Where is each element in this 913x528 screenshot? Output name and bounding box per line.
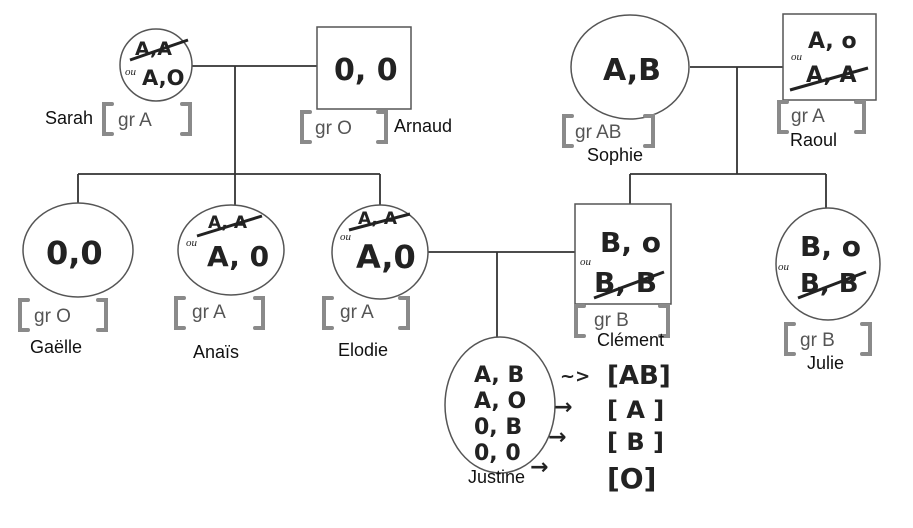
person-sophie: A,B gr AB Sophie: [562, 14, 690, 165]
ou-label: ou: [186, 237, 198, 249]
blood-group: gr A: [791, 106, 825, 127]
blood-group: gr A: [192, 302, 226, 323]
genotype-3: 0, B: [474, 415, 522, 440]
pedigree-lines: [77, 65, 827, 340]
person-name: Sarah: [45, 108, 93, 128]
person-name: Clément: [597, 330, 664, 350]
blood-group: gr AB: [575, 122, 621, 143]
blood-group: gr B: [594, 310, 629, 331]
person-name: Julie: [807, 353, 844, 373]
person-anais: A, A ou A, 0 gr A Anaïs: [174, 204, 285, 362]
ou-label: ou: [580, 256, 592, 268]
male-square: [316, 26, 412, 110]
male-square: [782, 13, 877, 101]
genotype: B, o: [600, 226, 661, 259]
genotype: B, o: [800, 230, 861, 263]
person-name: Arnaud: [394, 116, 452, 136]
ou-label: ou: [125, 66, 137, 78]
person-gaelle: 0,0 gr O Gaëlle: [18, 202, 134, 357]
genotype: 0,0: [46, 234, 103, 272]
blood-group: gr A: [118, 110, 152, 131]
genotype-4: 0, 0: [474, 441, 521, 466]
person-elodie: A, A ou A,0 gr A Elodie: [322, 204, 429, 360]
female-circle: [444, 336, 556, 474]
blood-group: gr O: [34, 306, 71, 327]
outcome-1: [AB]: [607, 361, 671, 391]
person-raoul: ou A, o A, A gr A Raoul: [777, 13, 877, 150]
female-circle: [177, 204, 285, 296]
female-circle: [570, 14, 690, 120]
person-name: Justine: [468, 467, 525, 487]
person-julie: ou B, o B, B gr B Julie: [775, 207, 881, 373]
person-name: Sophie: [587, 145, 643, 165]
genotype: A,B: [603, 53, 661, 88]
arrow-3: →: [548, 425, 566, 450]
person-name: Elodie: [338, 340, 388, 360]
person-clement: ou B, o B, B gr B Clément: [574, 203, 672, 350]
female-circle: [119, 28, 193, 102]
blood-group: gr O: [315, 118, 352, 139]
blood-group: gr A: [340, 302, 374, 323]
genotype-1: A, B: [474, 363, 524, 388]
outcome-list: ~> [AB] → [ A ] → [ B ] → [O]: [530, 361, 671, 495]
female-circle: [775, 207, 881, 321]
outcome-4: [O]: [607, 462, 656, 495]
female-circle: [22, 202, 134, 298]
genotype: 0, 0: [334, 53, 398, 88]
person-name: Anaïs: [193, 342, 239, 362]
arrow-2: →: [554, 395, 572, 420]
person-sarah: A,A ou A,O Sarah gr A: [45, 28, 193, 136]
genotype: A, 0: [207, 240, 269, 273]
person-name: Gaëlle: [30, 337, 82, 357]
arrow-1: ~>: [560, 366, 590, 387]
blood-group: gr B: [800, 330, 835, 351]
ou-label: ou: [778, 261, 790, 273]
ou-label: ou: [340, 231, 352, 243]
genotype: A, o: [808, 29, 857, 54]
person-justine: A, B A, O 0, B 0, 0 Justine: [444, 336, 556, 487]
outcome-2: [ A ]: [607, 396, 664, 424]
genotype: A,O: [142, 66, 184, 90]
person-arnaud: 0, 0 gr O Arnaud: [300, 26, 452, 144]
arrow-4: →: [530, 455, 548, 480]
person-name: Raoul: [790, 130, 837, 150]
ou-label: ou: [791, 51, 803, 63]
genotype-2: A, O: [474, 389, 526, 414]
outcome-3: [ B ]: [607, 428, 664, 456]
genotype: A,0: [356, 238, 416, 276]
